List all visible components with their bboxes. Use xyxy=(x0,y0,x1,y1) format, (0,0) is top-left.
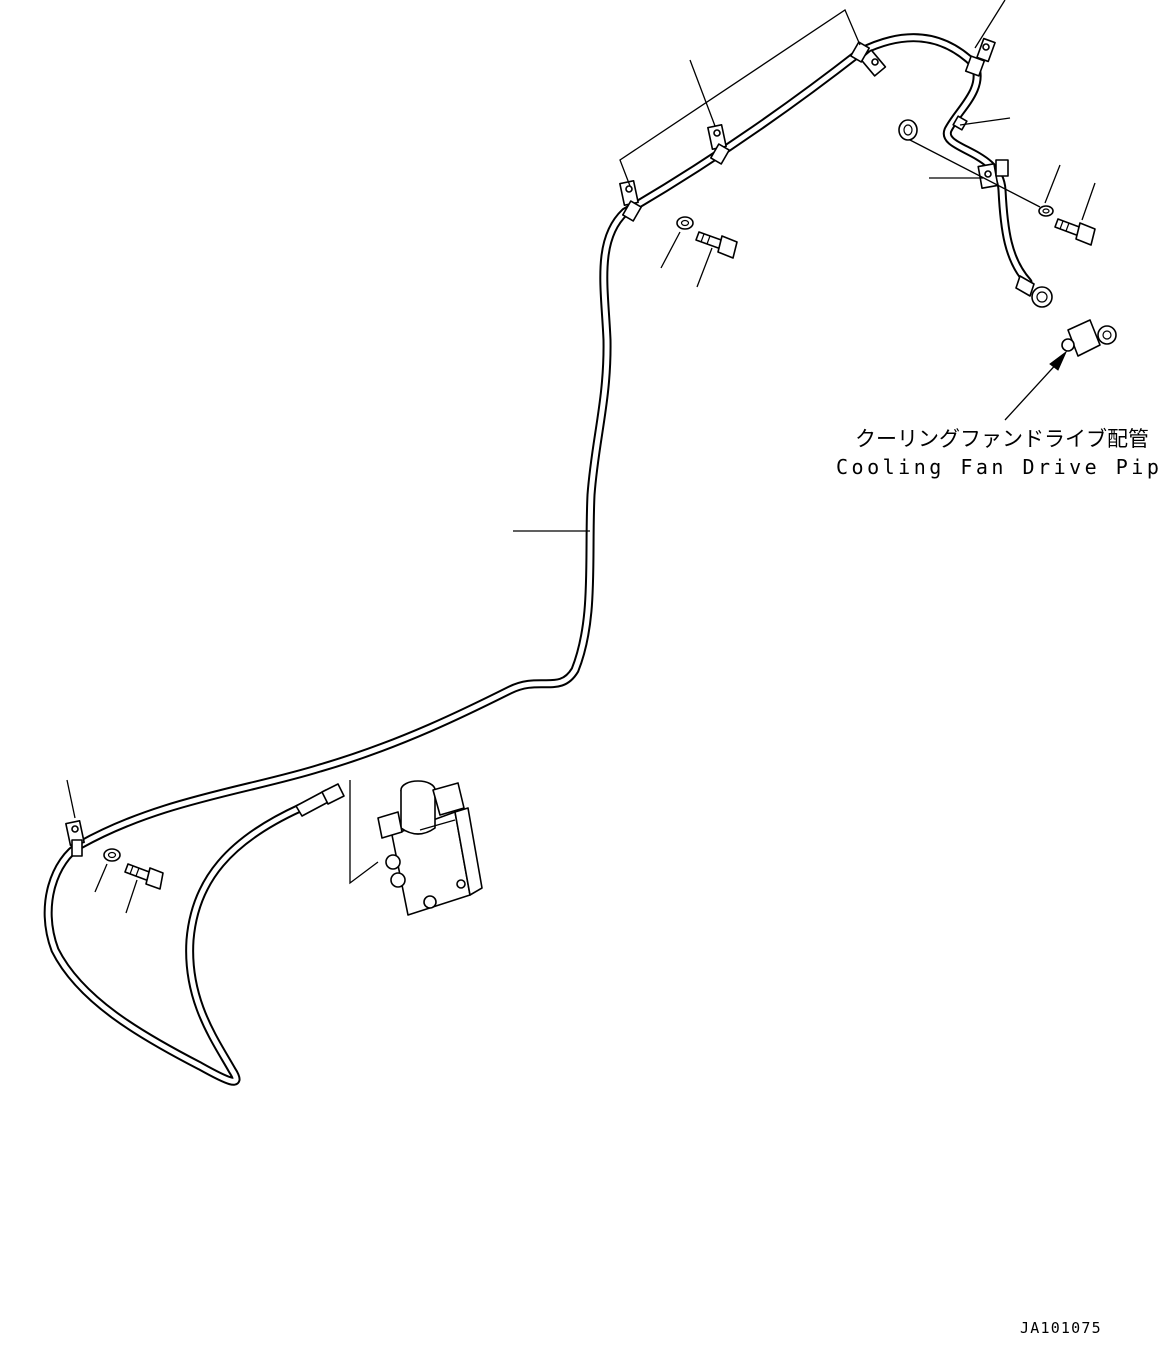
main-hose xyxy=(43,33,1033,1086)
leader-lines xyxy=(66,0,1096,914)
clamp-bracket-mid xyxy=(619,179,642,222)
hose-fitting-lower xyxy=(295,783,345,817)
solenoid-valve-assembly xyxy=(377,780,483,916)
bolt-icon xyxy=(124,863,164,890)
reference-label-en: Cooling Fan Drive Piping xyxy=(836,455,1163,479)
bolt-icon xyxy=(695,231,738,259)
clamp-bracket-upper-right xyxy=(964,37,996,77)
washer-icon xyxy=(1038,205,1054,217)
clamp-bracket-top xyxy=(850,41,887,77)
arrowhead-icon xyxy=(1049,350,1068,371)
washer-icon xyxy=(103,848,121,862)
reference-label-jp: クーリングファンドライブ配管 xyxy=(855,427,1149,451)
drawing-code: JA101075 xyxy=(1020,1319,1102,1337)
washer-icon xyxy=(676,216,694,230)
bolt-icon xyxy=(1054,218,1096,246)
hose-fitting-upper xyxy=(1015,275,1053,308)
clamp-bracket-left xyxy=(65,819,85,857)
fan-drive-tee-fitting xyxy=(1061,319,1117,357)
spacer-collar-icon xyxy=(898,119,918,141)
clamp-bracket-center xyxy=(707,123,730,165)
